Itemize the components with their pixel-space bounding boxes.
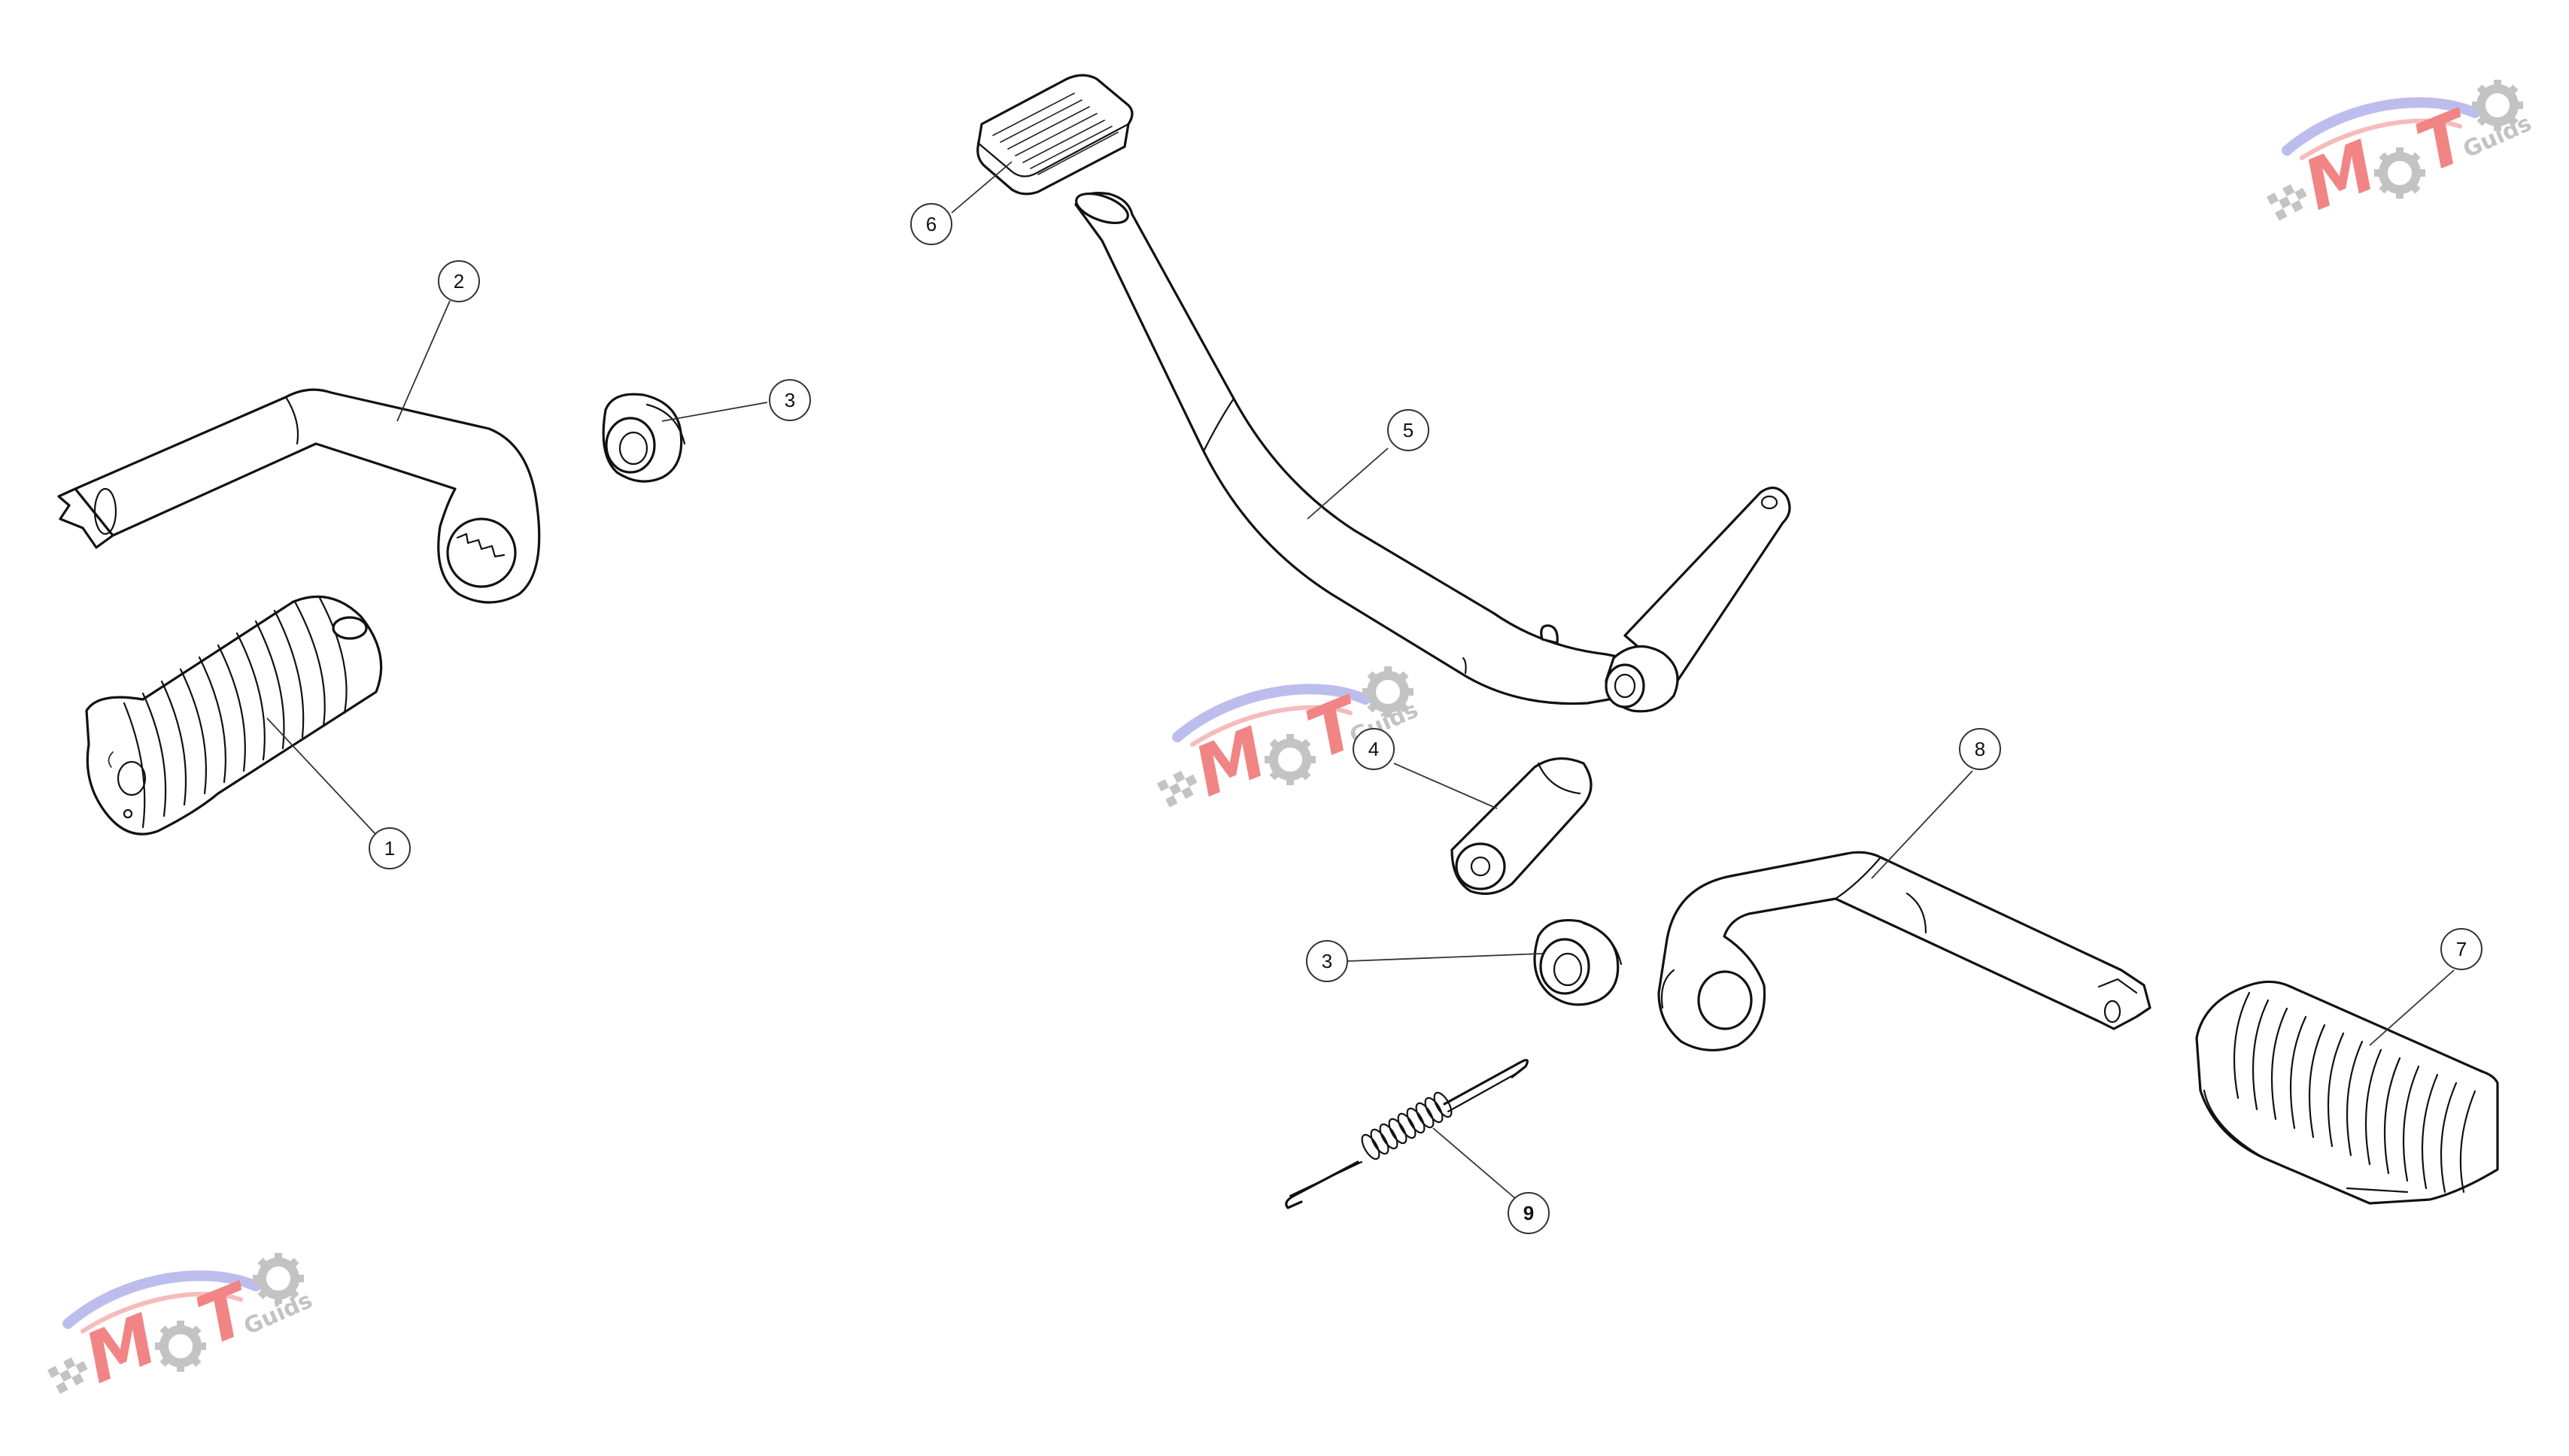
callout-7-label: 7 — [2456, 938, 2467, 960]
callout-8: 8 — [1959, 728, 2001, 770]
callout-4: 4 — [1353, 728, 1395, 770]
callout-5-label: 5 — [1403, 419, 1414, 441]
watermark-bottom-left: Guids — [47, 1253, 317, 1399]
gear-lever-icon — [57, 388, 541, 604]
pedal-pad-icon — [976, 74, 1134, 196]
callout-3-bottom: 3 — [1306, 940, 1348, 982]
callout-9: 9 — [1508, 1192, 1550, 1234]
bushing-icon — [602, 393, 686, 483]
footpeg-rubber-icon — [2195, 980, 2499, 1205]
watermark-top-right: Guids — [2267, 80, 2536, 226]
callout-5: 5 — [1387, 409, 1429, 451]
callout-1-label: 1 — [384, 837, 395, 860]
callout-3-bottom-label: 3 — [1322, 950, 1332, 972]
leader-lines — [266, 161, 2455, 1200]
callout-7: 7 — [2440, 928, 2482, 970]
bushing-icon — [1533, 918, 1623, 1006]
callout-1: 1 — [369, 827, 411, 869]
pin-icon — [1450, 757, 1593, 895]
callout-3-top-label: 3 — [785, 389, 795, 411]
callout-2: 2 — [438, 260, 480, 302]
brake-pedal-icon — [1074, 192, 1791, 713]
callout-9-label: 9 — [1523, 1202, 1534, 1224]
callout-3-top: 3 — [769, 379, 811, 421]
callout-6: 6 — [910, 203, 952, 245]
footpeg-rubber-icon — [85, 595, 383, 836]
callout-2-label: 2 — [454, 270, 464, 293]
callout-6-label: 6 — [926, 213, 937, 235]
callout-8-label: 8 — [1975, 738, 1985, 760]
spring-icon — [1285, 1058, 1529, 1209]
lever-arm-icon — [1657, 851, 2151, 1052]
callout-4-label: 4 — [1368, 738, 1379, 760]
